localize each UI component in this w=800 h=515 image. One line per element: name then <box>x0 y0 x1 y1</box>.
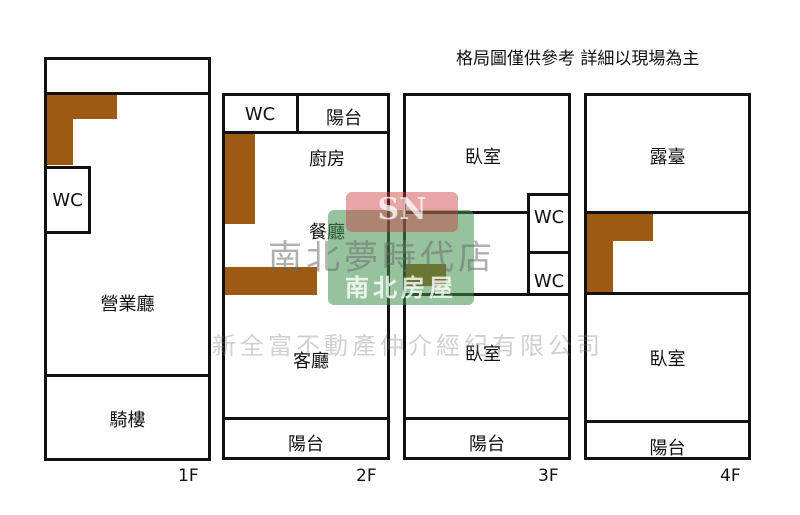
room-label-wc: WC <box>244 104 276 125</box>
floor-3f-divider <box>403 417 571 420</box>
room-label-main-hall: 營業廳 <box>100 294 155 315</box>
room-label-arcade: 騎樓 <box>109 410 146 431</box>
watermark-brand: 南北夢時代店 <box>268 238 496 278</box>
floor-label-3f: 3F <box>538 466 559 486</box>
room-label-bedroom: 臥室 <box>465 344 501 365</box>
floor-label-4f: 4F <box>720 466 741 486</box>
watermark-logo-badge <box>328 210 474 305</box>
floor-label-1f: 1F <box>178 466 199 486</box>
room-label-balcony: 陽台 <box>649 438 686 459</box>
room-label-balcony: 陽台 <box>288 434 324 455</box>
floor-3f-divider <box>527 251 571 254</box>
floor-4f-outer-wall <box>584 93 751 460</box>
room-label-terrace: 露臺 <box>649 147 686 168</box>
room-label-bedroom-top: 臥室 <box>465 147 501 168</box>
floor-1f-divider <box>44 374 211 377</box>
room-label-wc: WC <box>52 190 83 211</box>
dining-table-furniture <box>225 267 317 295</box>
floor-2f-divider <box>222 417 390 420</box>
room-label-wc: WC <box>533 207 565 228</box>
counter-furniture <box>47 95 73 165</box>
kitchen-counter-furniture <box>225 134 255 224</box>
watermark-logo-top <box>346 192 458 232</box>
room-label-bedroom: 臥室 <box>649 349 686 370</box>
room-label-living: 客廳 <box>293 351 329 372</box>
floor-2f-divider <box>296 93 299 133</box>
room-label-kitchen: 廚房 <box>309 149 345 170</box>
room-label-wc: WC <box>533 271 565 292</box>
floor-1f-outer-wall <box>44 57 211 461</box>
floor-label-2f: 2F <box>356 466 377 486</box>
floor-4f-divider <box>584 211 751 214</box>
floor-4f-divider <box>584 420 751 423</box>
room-label-balcony-top: 陽台 <box>326 108 362 129</box>
room-label-balcony: 陽台 <box>469 434 505 455</box>
wc-room <box>44 166 91 234</box>
watermark-logo-letters: SN <box>377 192 427 227</box>
watermark-company: 新全富不動產仲介經紀有限公司 <box>212 332 604 360</box>
floor-4f-divider <box>584 292 751 295</box>
watermark-logo-text: 南北房屋 <box>345 273 457 302</box>
wardrobe-furniture <box>587 214 613 292</box>
floor-2f-divider <box>222 131 390 134</box>
floor-1f-divider <box>44 92 211 95</box>
disclaimer-note: 格局圖僅供參考 詳細以現場為主 <box>456 49 700 69</box>
